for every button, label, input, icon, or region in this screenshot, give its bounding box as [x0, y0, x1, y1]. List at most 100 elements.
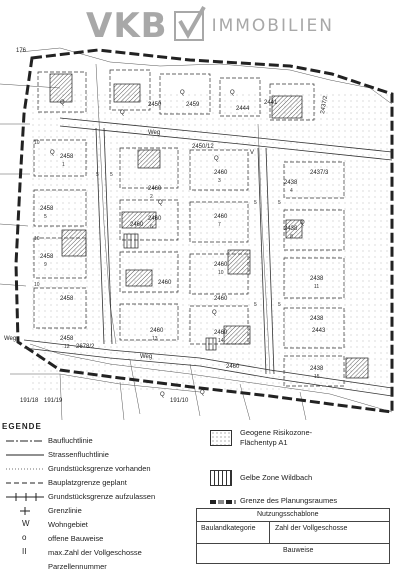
parcel-label: 2458 — [60, 336, 74, 342]
parcel-label: 2460 — [214, 330, 228, 336]
parcel-label: 176 — [16, 48, 27, 54]
planning-area-boundary — [14, 48, 394, 414]
road-outlines — [23, 117, 393, 397]
zone-letter: Q — [214, 156, 219, 162]
legend-label: Wohngebiet — [48, 520, 88, 529]
legend-label: Flächentyp A1 — [240, 438, 288, 447]
yellow-zone-markers — [123, 233, 217, 351]
table-row2: Bauweise — [283, 547, 314, 554]
dimension-label: 10 — [34, 140, 40, 146]
vkb-logo[interactable]: VKB IMMOBILIEN — [86, 6, 334, 46]
lot-number: 11 — [314, 284, 319, 290]
legend-label: Parzellennummer — [48, 562, 107, 571]
zone-letter: Q — [120, 110, 125, 116]
parcel-label: 2438 — [310, 276, 324, 282]
parcel-label: 2460 — [214, 296, 228, 302]
legend-item: Grundstücksgrenze aufzulassen — [0, 492, 200, 503]
parcel-label: 2458 — [40, 254, 54, 260]
legend-label: Grundstücksgrenze vorhanden — [48, 464, 151, 473]
parcel-label: 2460 — [214, 214, 228, 220]
parcel-label: 2438 — [310, 366, 324, 372]
dimension-label: 5 — [254, 302, 257, 308]
lot-number: 12 — [64, 344, 70, 350]
lot-number: 6 — [150, 224, 153, 230]
lot-number: 10 — [218, 270, 224, 276]
parcel-label: 2460 — [130, 222, 144, 228]
usage-template-table: Nutzungsschablone Baulandkategorie Zahl … — [196, 508, 390, 564]
legend-label: offene Bauweise — [48, 534, 104, 543]
road-label: Weg — [140, 354, 152, 360]
zone-letter: Q — [160, 392, 165, 398]
ii-symbol: II — [22, 547, 27, 556]
w-symbol: W — [22, 519, 30, 528]
lot-number: 3 — [218, 178, 221, 184]
lot-number: 15 — [314, 374, 320, 380]
legend-item: Strassenfluchtlinie — [0, 450, 200, 461]
yellow-zone-swatch — [210, 470, 232, 486]
parcel-label: 2459 — [186, 102, 200, 108]
parcel-label: 2441 — [264, 100, 278, 106]
parcel-label: 191/18 — [20, 398, 39, 404]
parcel-label: 2460 — [158, 280, 172, 286]
legend-label: Geogene Risikozone- — [240, 428, 313, 437]
ticked-line-icon — [6, 492, 44, 503]
legend-label: Baufluchtlinie — [48, 436, 93, 445]
cross-line-icon — [6, 506, 44, 517]
legend-label: Strassenfluchtlinie — [48, 450, 109, 459]
lot-number: 2 — [150, 194, 153, 200]
dimension-label: 5 — [96, 172, 99, 178]
road-label: 2450/12 — [192, 144, 214, 150]
zone-letter: Q — [200, 390, 205, 396]
legend: EGENDE Baufluchtlinie Strassenfluchtlini… — [0, 420, 408, 576]
parcel-label: 2450 — [148, 102, 162, 108]
header: VKB IMMOBILIEN — [0, 0, 408, 50]
zone-letter: Q — [180, 90, 185, 96]
parcel-label: 2437/2 — [320, 95, 329, 115]
parcel-label: 2437/3 — [310, 170, 329, 176]
road-label: 2678/2 — [76, 344, 95, 350]
parcel-label: 2460 — [150, 328, 164, 334]
dimension-label: 5 — [254, 200, 257, 206]
dashed-line-icon — [6, 478, 44, 489]
risk-zone-swatch — [210, 430, 232, 446]
dimension-label: 10 — [34, 282, 40, 288]
zone-letter: Q — [300, 220, 305, 226]
logo-text: VKB — [86, 6, 168, 46]
table-col1: Baulandkategorie — [201, 525, 256, 532]
parcel-label: 191/19 — [44, 398, 63, 404]
table-col2: Zahl der Vollgeschosse — [275, 525, 348, 532]
lot-number: 14 — [218, 338, 224, 344]
parcel-label: 2438 — [284, 180, 298, 186]
existing-buildings — [49, 73, 369, 379]
dotted-line-icon — [6, 464, 44, 475]
zone-letter: Q — [60, 100, 65, 106]
legend-item: Grundstücksgrenze vorhanden — [0, 464, 200, 475]
boundary-swatch — [210, 500, 236, 504]
lot-number: 1 — [62, 162, 65, 168]
parcel-label: 2460 — [148, 216, 162, 222]
lot-number: 5 — [44, 214, 47, 220]
map-labels: 176 2450 2459 2444 2441 2437/2 2458 2460… — [4, 48, 329, 404]
parcel-label: 2443 — [312, 328, 326, 334]
legend-item: Bauplatzgrenze geplant — [0, 478, 200, 489]
legend-item: W Wohngebiet — [0, 519, 200, 531]
lot-number: 8 — [290, 234, 293, 240]
parcel-label: 2460 — [226, 364, 240, 370]
parcel-label: 2460 — [214, 262, 228, 268]
legend-label: max.Zahl der Vollgeschosse — [48, 548, 142, 557]
legend-item: o offene Bauweise — [0, 533, 200, 545]
o-symbol: o — [22, 533, 27, 542]
parcel-label: 191/10 — [170, 398, 189, 404]
legend-item: Parzellennummer — [0, 562, 200, 573]
zone-letter: Q — [158, 200, 163, 206]
parcel-label: 2458 — [60, 154, 74, 160]
zoning-plan-map[interactable]: 176 2450 2459 2444 2441 2437/2 2458 2460… — [0, 44, 408, 421]
legend-item: Grenzlinie — [0, 506, 200, 517]
parcel-label: 2460 — [214, 170, 228, 176]
legend-label: Grenze des Planungsraumes — [240, 496, 338, 505]
parcel-label: 2460 — [148, 186, 162, 192]
parcel-label: 2438 — [310, 316, 324, 322]
dimension-label: 10 — [34, 236, 40, 242]
dimension-label: 5 — [278, 200, 281, 206]
lot-number: 4 — [290, 188, 293, 194]
